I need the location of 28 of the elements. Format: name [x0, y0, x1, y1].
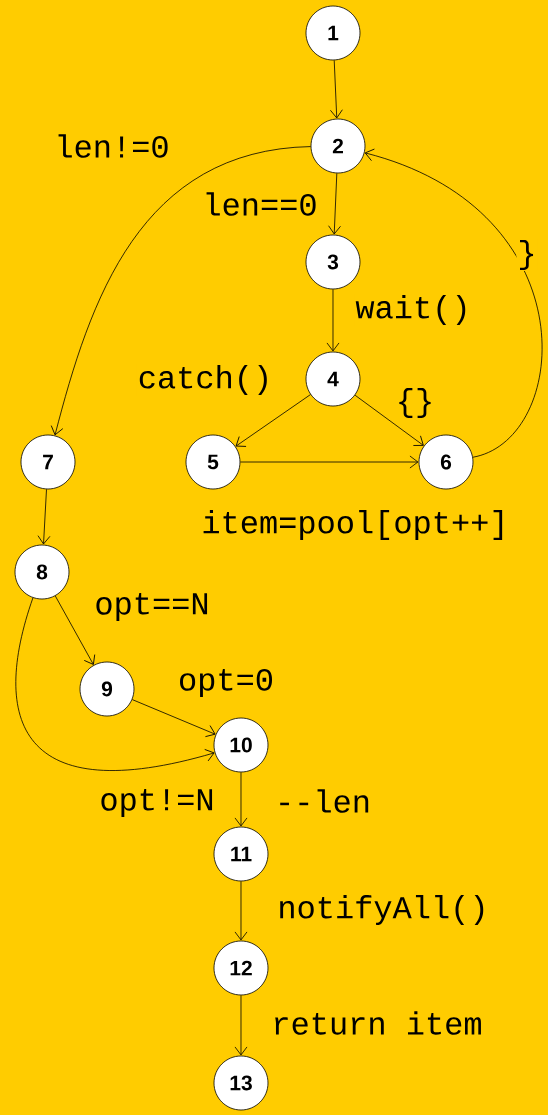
- arrow: [234, 995, 248, 1056]
- edge-label: opt=0: [177, 668, 275, 699]
- arrow: [234, 772, 248, 827]
- arrow: [15, 597, 215, 771]
- edge-label: wait(): [354, 294, 472, 326]
- edge-label: --len: [274, 788, 372, 814]
- edge-label: }: [516, 239, 538, 271]
- edge-label: notifyAll(): [276, 894, 490, 926]
- arrow: [37, 488, 51, 545]
- arrow: [330, 60, 343, 119]
- arrow: [326, 289, 340, 352]
- arrow: [235, 394, 311, 447]
- arrow: [234, 881, 248, 941]
- edge-label: return item: [270, 1010, 484, 1036]
- arrow: [131, 699, 216, 738]
- arrow: [240, 455, 419, 469]
- edge-label: opt==N: [93, 592, 211, 622]
- edge-label: opt!=N: [98, 788, 216, 818]
- edge-label: item=pool[opt++]: [200, 509, 510, 541]
- edge-label: {}: [394, 387, 436, 419]
- arrow: [54, 595, 96, 665]
- arrow: [50, 146, 311, 436]
- edge-label: catch(): [136, 364, 274, 396]
- arrow: [354, 394, 424, 446]
- edge-label: len!=0: [53, 133, 171, 159]
- arrow: [364, 148, 543, 458]
- edge-label: len==0: [201, 191, 319, 217]
- arrow: [328, 173, 341, 235]
